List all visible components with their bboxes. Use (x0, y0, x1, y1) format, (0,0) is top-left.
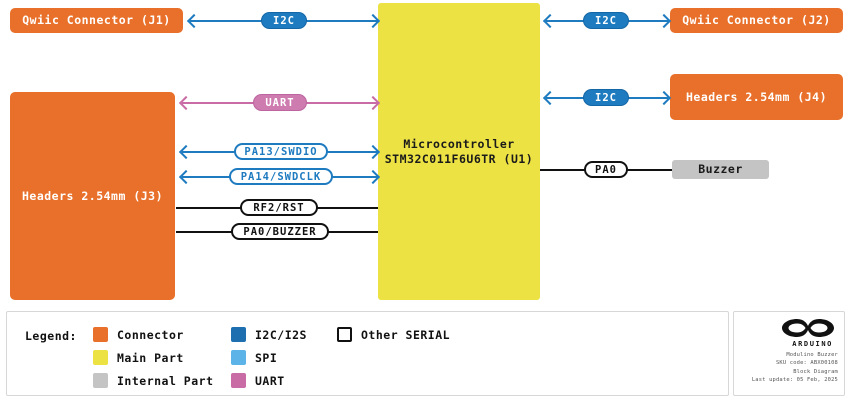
block-label: Qwiic Connector (J2) (682, 13, 831, 28)
block-headers-j3[interactable]: Headers 2.54mm (J3) (10, 92, 175, 300)
legend-item-i2c-i2s: I2C/I2S (231, 327, 307, 342)
legend-item-internal-part: Internal Part (93, 373, 214, 388)
legend-swatch-internal-part (93, 373, 108, 388)
arrow-right-u1-j2 (656, 13, 672, 29)
legend-swatch-connector (93, 327, 108, 342)
connection-label-j1-u1[interactable]: I2C (261, 12, 307, 29)
arrow-left-u1-j2 (542, 13, 558, 29)
legend-swatch-uart (231, 373, 246, 388)
arduino-infinity-icon (782, 319, 834, 337)
block-label: Headers 2.54mm (J3) (21, 188, 164, 203)
connection-label-u1-j4[interactable]: I2C (583, 89, 629, 106)
block-headers-j4[interactable]: Headers 2.54mm (J4) (670, 74, 843, 120)
connection-label-u1-buzzer[interactable]: PA0 (584, 161, 628, 178)
legend-item-other-serial: Other SERIAL (337, 327, 450, 342)
connection-label-u1-j2[interactable]: I2C (583, 12, 629, 29)
connection-label-j3-u1-swdio[interactable]: PA13/SWDIO (234, 143, 328, 160)
legend-item-connector: Connector (93, 327, 184, 342)
block-qwiic-connector-j1[interactable]: Qwiic Connector (J1) (10, 8, 183, 33)
block-label-line2: STM32C011F6U6TR (U1) (384, 151, 534, 166)
legend-swatch-i2c-i2s (231, 327, 246, 342)
block-label: Buzzer (698, 162, 743, 177)
arrow-left-j3-u1-uart (178, 95, 194, 111)
legend-item-main-part: Main Part (93, 350, 184, 365)
legend-swatch-main-part (93, 350, 108, 365)
block-label-line1: Microcontroller (403, 137, 515, 152)
legend-item-spi: SPI (231, 350, 277, 365)
connection-label-j3-u1-uart[interactable]: UART (253, 94, 307, 111)
legend-label-other-serial: Other SERIAL (361, 327, 451, 342)
legend-title: Legend: (25, 329, 77, 343)
block-label: Headers 2.54mm (J4) (685, 89, 828, 104)
title-block-updated: Last update: 05 Feb, 2025 (751, 377, 838, 384)
block-qwiic-connector-j2[interactable]: Qwiic Connector (J2) (670, 8, 843, 33)
legend-item-uart: UART (231, 373, 285, 388)
title-block-sku: SKU code: ABX00108 (775, 360, 838, 367)
arduino-logo: ARDUINO (740, 317, 836, 348)
arrow-right-u1-j4 (656, 90, 672, 106)
connection-label-j3-u1-rst[interactable]: RF2/RST (240, 199, 318, 216)
title-block-meta: Modulino Buzzer SKU code: ABX00108 Block… (740, 351, 838, 385)
legend-label-uart: UART (255, 373, 285, 388)
block-label: Qwiic Connector (J1) (22, 13, 171, 28)
arduino-wordmark: ARDUINO (792, 340, 833, 348)
title-block-product: Modulino Buzzer (786, 352, 838, 358)
connection-label-j3-u1-pa0[interactable]: PA0/BUZZER (231, 223, 329, 240)
legend-label-main-part: Main Part (117, 350, 184, 365)
title-block-doc-type: Block Diagram (793, 368, 838, 375)
arrow-left-j1-u1 (186, 13, 202, 29)
block-microcontroller-u1[interactable]: Microcontroller STM32C011F6U6TR (U1) (378, 3, 540, 300)
legend-panel: Legend: Connector Main Part Internal Par… (6, 311, 729, 396)
block-buzzer[interactable]: Buzzer (672, 160, 769, 179)
title-block: ARDUINO Modulino Buzzer SKU code: ABX001… (733, 311, 845, 396)
arrow-left-u1-j4 (542, 90, 558, 106)
arrow-left-j3-u1-swdio (178, 144, 194, 160)
legend-swatch-other-serial (337, 327, 352, 342)
connection-label-j3-u1-swdclk[interactable]: PA14/SWDCLK (229, 168, 333, 185)
arrow-left-j3-u1-swdclk (178, 169, 194, 185)
legend-label-internal-part: Internal Part (117, 373, 214, 388)
legend-label-connector: Connector (117, 327, 184, 342)
legend-label-i2c-i2s: I2C/I2S (255, 327, 307, 342)
legend-swatch-spi (231, 350, 246, 365)
legend-label-spi: SPI (255, 350, 278, 365)
